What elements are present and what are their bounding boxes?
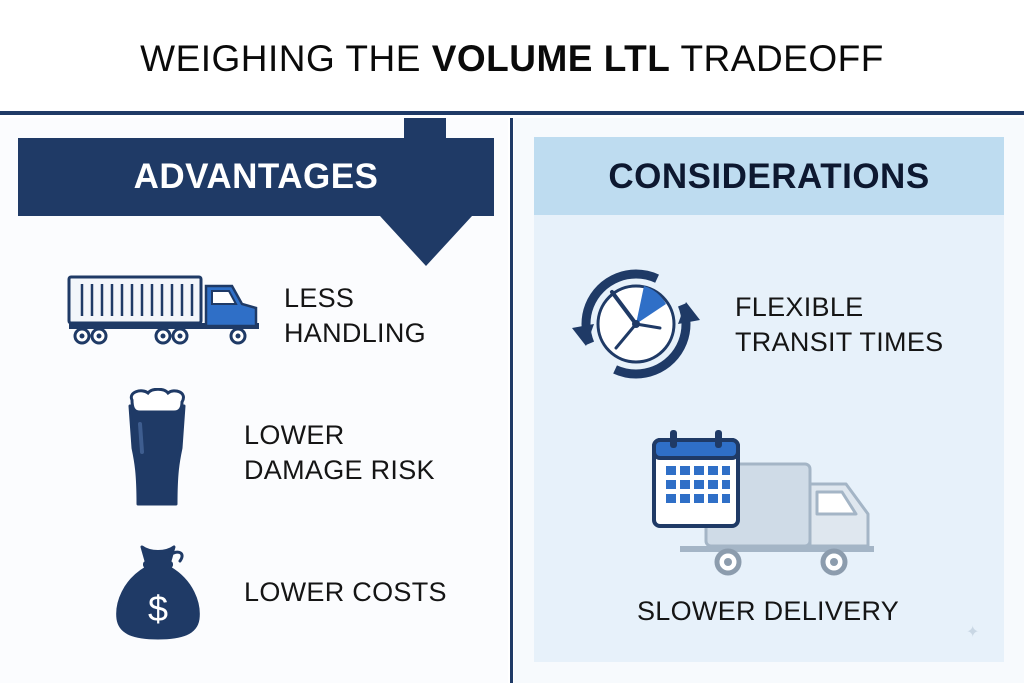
advantages-banner-shape	[18, 118, 494, 266]
calendar-truck-icon	[652, 430, 874, 576]
consideration-2-line-1: SLOWER DELIVERY	[637, 596, 900, 626]
money-bag-icon: $	[116, 545, 200, 640]
consideration-1-line-2: TRANSIT TIMES	[735, 327, 944, 357]
advantage-lower-costs-text: LOWER COSTS	[244, 575, 447, 610]
sparkle-icon: ✦	[966, 624, 980, 641]
truck-icon	[67, 275, 259, 345]
clock-icon	[572, 269, 700, 379]
svg-text:$: $	[148, 588, 168, 629]
glass-icon	[128, 388, 186, 506]
title-part-1: WEIGHING THE	[140, 38, 421, 79]
center-divider	[510, 118, 513, 683]
advantage-3-line-1: LOWER COSTS	[244, 577, 447, 607]
consideration-flexible-transit-text: FLEXIBLE TRANSIT TIMES	[735, 290, 943, 360]
advantages-header: ADVANTAGES	[133, 157, 379, 196]
advantage-2-line-2: DAMAGE RISK	[244, 455, 435, 485]
consideration-1-line-1: FLEXIBLE	[735, 292, 864, 322]
considerations-panel-inner	[534, 137, 1004, 662]
page-title: WEIGHING THE VOLUME LTL TRADEOFF	[0, 38, 1024, 80]
advantage-1-line-2: HANDLING	[284, 318, 426, 348]
title-part-2: VOLUME LTL	[431, 38, 671, 79]
advantage-2-line-1: LOWER	[244, 420, 345, 450]
advantage-less-handling-text: LESS HANDLING	[284, 281, 426, 351]
advantage-1-line-1: LESS	[284, 283, 355, 313]
considerations-header: CONSIDERATIONS	[534, 137, 1004, 215]
advantage-lower-damage-risk-text: LOWER DAMAGE RISK	[244, 418, 435, 488]
title-rule	[0, 111, 1024, 115]
title-part-3: TRADEOFF	[680, 38, 884, 79]
consideration-slower-delivery-text: SLOWER DELIVERY	[637, 594, 899, 629]
